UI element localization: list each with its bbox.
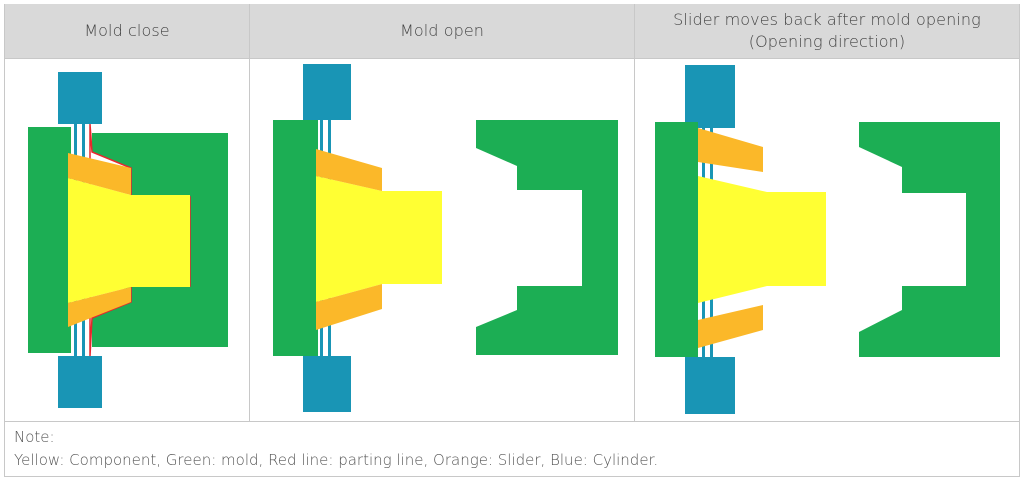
component <box>68 178 190 303</box>
mold-left-half <box>28 127 71 353</box>
cylinder-bottom <box>303 356 351 412</box>
mold-right-half <box>476 120 618 355</box>
header-mold-close: Mold close <box>5 4 249 59</box>
cylinder-top <box>58 72 102 124</box>
panel-mold-open <box>273 64 618 412</box>
header-mold-open: Mold open <box>250 4 634 59</box>
cylinder-top <box>685 65 735 128</box>
cylinder-top <box>303 64 351 120</box>
note-title: Note: <box>14 428 55 446</box>
mold-left-half <box>273 120 318 356</box>
column-divider <box>634 4 635 421</box>
mold-left-half <box>655 122 698 357</box>
cylinder-bottom <box>685 357 735 414</box>
legend-note: Note: Yellow: Component, Green: mold, Re… <box>14 426 658 472</box>
slider-bottom <box>698 305 763 348</box>
component <box>698 176 826 303</box>
note-divider <box>4 421 1020 422</box>
slider-top <box>698 128 763 172</box>
slider-top <box>68 153 131 195</box>
column-divider <box>249 4 250 421</box>
cylinder-bottom <box>58 356 102 408</box>
slider-top <box>316 149 382 191</box>
panel-slider-moves-back <box>655 65 1000 414</box>
note-legend-text: Yellow: Component, Green: mold, Red line… <box>14 451 659 469</box>
header-slider-moves-back: Slider moves back after mold opening (Op… <box>635 4 1019 59</box>
mold-right-half <box>859 122 1000 357</box>
component <box>316 176 442 302</box>
slider-bottom <box>68 287 131 327</box>
slider-bottom <box>316 284 382 330</box>
panel-mold-close <box>28 72 228 408</box>
